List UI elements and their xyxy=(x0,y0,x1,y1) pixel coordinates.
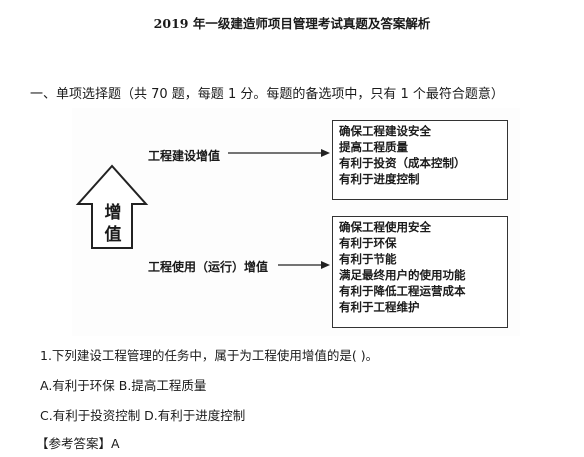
operation-items-box: 确保工程使用安全 有利于环保 有利于节能 满足最终用户的使用功能 有利于降低工程… xyxy=(332,216,508,328)
arrow-head-top xyxy=(321,149,330,157)
operation-item: 有利于工程维护 xyxy=(339,300,420,314)
construction-items-box: 确保工程建设安全 提高工程质量 有利于投资（成本控制） 有利于进度控制 xyxy=(332,120,508,200)
question-options-cd: C.有利于投资控制 D.有利于进度控制 xyxy=(40,408,246,423)
question-stem: 1.下列建设工程管理的任务中，属于为工程使用增值的是( )。 xyxy=(40,348,379,363)
question-options-ab: A.有利于环保 B.提高工程质量 xyxy=(40,378,207,393)
figure-lines xyxy=(75,149,330,269)
page-title: 2019 年一级建造师项目管理考试真题及答案解析 xyxy=(153,16,431,31)
construction-item: 提高工程质量 xyxy=(339,140,408,154)
section-heading: 一、单项选择题（共 70 题，每题 1 分。每题的备选项中，只有 1 个最符合题… xyxy=(30,87,504,102)
operation-item: 有利于节能 xyxy=(339,252,397,266)
construction-value-label: 工程建设增值 xyxy=(148,149,221,163)
operation-value-label: 工程使用（运行）增值 xyxy=(148,260,269,274)
value-added-figure: 增 值 工程建设增值 工程使用（运行）增值 确保工程建设安全 提高工程质量 有利… xyxy=(72,108,520,336)
operation-item: 有利于降低工程运营成本 xyxy=(339,284,466,298)
arrow-head-bottom xyxy=(321,261,330,269)
answer-text: 【参考答案】A xyxy=(36,436,120,451)
operation-item: 确保工程使用安全 xyxy=(339,220,431,234)
construction-item: 有利于投资（成本控制） xyxy=(339,156,466,170)
construction-item: 确保工程建设安全 xyxy=(339,124,431,138)
up-arrow-shape xyxy=(75,164,149,249)
arrow-char-2: 值 xyxy=(104,225,122,245)
construction-item: 有利于进度控制 xyxy=(339,172,420,186)
operation-item: 满足最终用户的使用功能 xyxy=(339,268,466,282)
operation-item: 有利于环保 xyxy=(339,236,397,250)
arrow-char-1: 增 xyxy=(104,203,122,223)
